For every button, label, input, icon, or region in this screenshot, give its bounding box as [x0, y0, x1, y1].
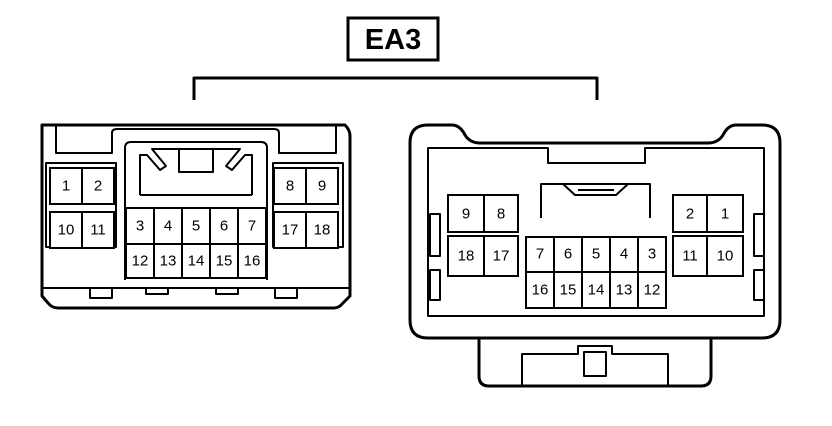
pin-label: 1 — [721, 206, 729, 223]
right-connector-body — [408, 123, 782, 340]
left-bottom-tab — [215, 287, 239, 295]
right-connector: 9 8 18 17 2 1 11 10 7 6 5 4 3 16 15 14 1… — [408, 123, 782, 388]
pin-cell — [273, 167, 307, 205]
pin-label: 15 — [560, 282, 577, 299]
connector-label: EA3 — [346, 16, 440, 62]
pin-label: 5 — [592, 246, 600, 263]
pin-label: 18 — [458, 248, 475, 265]
pin-label: 1 — [62, 178, 70, 195]
pin-cell — [447, 235, 485, 277]
pin-label: 10 — [717, 248, 734, 265]
right-latch-tab — [562, 183, 629, 196]
right-side-slot — [753, 213, 765, 257]
pin-label: 7 — [536, 246, 544, 263]
left-top-ledge — [55, 125, 337, 154]
pin-label: 15 — [216, 253, 233, 270]
connector-label-text: EA3 — [365, 24, 421, 56]
pin-cell — [637, 271, 667, 309]
pin-label: 13 — [616, 282, 633, 299]
pin-cell — [237, 207, 267, 245]
pin-label: 3 — [648, 246, 656, 263]
right-inner-frame — [427, 147, 765, 317]
left-connector: 1 2 10 11 8 9 17 18 3 4 5 6 7 12 13 14 1… — [40, 123, 352, 310]
pin-label: 13 — [160, 253, 177, 270]
pin-label: 2 — [94, 178, 102, 195]
pin-label: 4 — [620, 246, 628, 263]
pin-label: 9 — [462, 206, 470, 223]
pin-label: 3 — [136, 218, 144, 235]
pin-cell — [483, 194, 519, 233]
pin-label: 11 — [90, 222, 106, 239]
right-bottom-inner — [521, 345, 669, 386]
pin-label: 17 — [282, 222, 299, 239]
left-bottom-tab — [89, 287, 113, 299]
pin-cell — [672, 194, 708, 233]
bracket — [192, 76, 599, 100]
left-bottom-tab — [145, 287, 169, 295]
pin-cell — [672, 235, 708, 277]
pin-label: 8 — [286, 178, 294, 195]
pin-cell — [237, 243, 267, 279]
pin-label: 14 — [188, 253, 205, 270]
pin-label: 14 — [588, 282, 605, 299]
pin-label: 7 — [248, 218, 256, 235]
pin-label: 4 — [164, 218, 172, 235]
pin-label: 10 — [58, 222, 75, 239]
pin-cell — [483, 235, 519, 277]
pin-cell — [581, 271, 611, 309]
pin-cell — [181, 243, 211, 279]
pin-label: 12 — [644, 282, 661, 299]
pin-label: 8 — [497, 206, 505, 223]
pin-cell — [609, 236, 639, 273]
right-side-slot — [753, 269, 765, 301]
right-side-slot — [429, 269, 441, 301]
pin-cell — [209, 243, 239, 279]
pin-label: 16 — [244, 253, 261, 270]
left-bottom-tab — [274, 287, 298, 299]
right-side-slot — [429, 213, 441, 257]
pin-label: 5 — [192, 218, 200, 235]
left-latch-key — [178, 148, 214, 173]
pin-cell — [81, 211, 115, 249]
right-bottom-housing — [477, 338, 713, 388]
pin-cell — [125, 243, 155, 279]
right-center-latch — [540, 183, 651, 218]
pin-cell — [81, 167, 115, 205]
pin-label: 17 — [493, 248, 510, 265]
pin-label: 11 — [682, 248, 698, 265]
pin-cell — [273, 211, 307, 249]
pin-cell — [305, 167, 339, 205]
pin-label: 6 — [220, 218, 228, 235]
pin-cell — [706, 235, 744, 277]
right-bottom-key — [583, 351, 607, 377]
left-connector-body — [40, 123, 352, 310]
pin-label: 2 — [686, 206, 694, 223]
pin-cell — [706, 194, 744, 233]
pin-label: 16 — [532, 282, 549, 299]
pin-cell — [525, 271, 555, 309]
pin-label: 6 — [564, 246, 572, 263]
left-latch-frame — [124, 141, 268, 280]
pin-cell — [305, 211, 339, 249]
pin-label: 12 — [132, 253, 149, 270]
pin-label: 18 — [314, 222, 331, 239]
pin-label: 9 — [318, 178, 326, 195]
pin-cell — [637, 236, 667, 273]
